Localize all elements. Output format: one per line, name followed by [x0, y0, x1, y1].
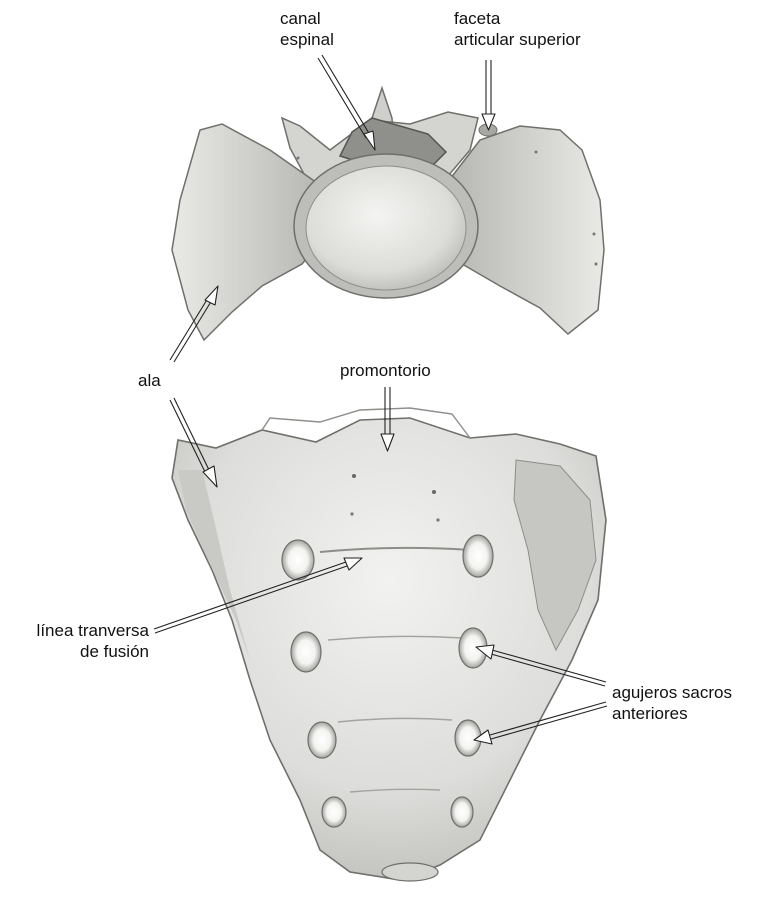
label-faceta-line1: faceta — [454, 8, 581, 29]
foramen-right-4 — [451, 797, 473, 827]
foramen-left-1 — [282, 540, 314, 580]
foramen-left-4 — [322, 797, 346, 827]
label-canal-espinal-line2: espinal — [280, 29, 334, 50]
label-linea-line2: de fusión — [37, 641, 149, 662]
label-linea-line1: línea tranversa — [37, 620, 149, 641]
label-promontorio: promontorio — [340, 360, 431, 381]
foramen-right-1 — [463, 535, 493, 577]
foramen-left-3 — [308, 722, 336, 758]
label-faceta-articular-superior: faceta articular superior — [454, 8, 581, 50]
label-ala-text: ala — [138, 371, 161, 390]
sacrum-anterior-view — [172, 408, 606, 881]
arrow-canal-espinal — [318, 55, 375, 150]
sacral-base-top-view — [172, 88, 604, 340]
label-agujeros-line2: anteriores — [612, 703, 732, 724]
label-agujeros-line1: agujeros sacros — [612, 682, 732, 703]
label-promontorio-text: promontorio — [340, 361, 431, 380]
label-ala: ala — [138, 370, 161, 391]
label-canal-espinal: canal espinal — [280, 8, 334, 50]
label-faceta-line2: articular superior — [454, 29, 581, 50]
arrow-faceta — [482, 60, 495, 130]
label-agujeros-sacros: agujeros sacros anteriores — [612, 682, 732, 724]
label-canal-espinal-line1: canal — [280, 8, 334, 29]
label-linea-transversa: línea tranversa de fusión — [37, 620, 149, 662]
foramen-left-2 — [291, 632, 321, 672]
